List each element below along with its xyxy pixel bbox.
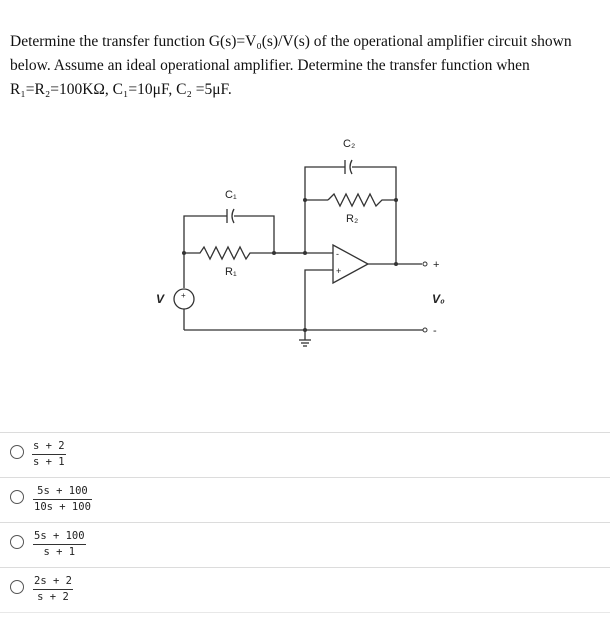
fraction-bar bbox=[33, 589, 73, 590]
source-label: V bbox=[156, 292, 165, 306]
fraction-bar bbox=[33, 544, 86, 545]
output-terminal-plus bbox=[422, 261, 428, 267]
radio-button[interactable] bbox=[10, 445, 24, 459]
answer-option-1[interactable]: s + 2 s + 1 bbox=[0, 432, 610, 477]
c1-branch-wire bbox=[183, 215, 227, 252]
answer-options: s + 2 s + 1 5s + 100 10s + 100 5s + 100 … bbox=[0, 432, 610, 613]
radio-button[interactable] bbox=[10, 580, 24, 594]
r2-resistor bbox=[327, 192, 396, 208]
option-denominator: s + 2 bbox=[37, 591, 69, 603]
output-minus-label: - bbox=[433, 325, 437, 337]
c2-label: C₂ bbox=[343, 138, 355, 150]
source-plus-label: + bbox=[181, 291, 186, 300]
op-amp bbox=[332, 243, 370, 285]
option-numerator: 2s + 2 bbox=[34, 575, 72, 587]
opamp-plus-label: + bbox=[336, 266, 341, 276]
r2-label: R₂ bbox=[346, 213, 358, 225]
answer-option-2[interactable]: 5s + 100 10s + 100 bbox=[0, 477, 610, 522]
output-plus-label: + bbox=[433, 259, 439, 271]
feedback-wire-left bbox=[304, 199, 328, 253]
radio-button[interactable] bbox=[10, 490, 24, 504]
option-fraction: 5s + 100 s + 1 bbox=[33, 530, 86, 559]
r1-label: R₁ bbox=[225, 266, 237, 278]
option-numerator: 5s + 100 bbox=[37, 485, 88, 497]
fraction-bar bbox=[32, 454, 66, 455]
option-fraction: 5s + 100 10s + 100 bbox=[33, 485, 92, 514]
question-line-3: R₁=R₂=100KΩ, C₁=10μF, C₂ =5μF. bbox=[10, 81, 232, 98]
option-fraction: s + 2 s + 1 bbox=[32, 440, 66, 469]
option-numerator: 5s + 100 bbox=[34, 530, 85, 542]
option-numerator: s + 2 bbox=[33, 440, 65, 452]
fraction-bar bbox=[33, 499, 92, 500]
radio-button[interactable] bbox=[10, 535, 24, 549]
c1-branch-wire-right bbox=[234, 215, 275, 253]
option-denominator: s + 1 bbox=[33, 456, 65, 468]
option-fraction: 2s + 2 s + 2 bbox=[33, 575, 73, 604]
output-label: V₀ bbox=[432, 292, 445, 306]
c2-branch-wire bbox=[304, 166, 345, 200]
question-line-1: Determine the transfer function G(s)=V₀(… bbox=[10, 33, 572, 50]
op-amp-circuit-diagram: C₁ C₂ R₁ R₂ V V₀ + - - + + bbox=[156, 138, 445, 347]
answer-option-4[interactable]: 2s + 2 s + 2 bbox=[0, 567, 610, 613]
question-line-2: below. Assume an ideal operational ampli… bbox=[10, 57, 530, 74]
option-denominator: s + 1 bbox=[43, 546, 76, 558]
r1-resistor bbox=[184, 245, 305, 261]
c1-label: C₁ bbox=[225, 189, 237, 201]
answer-option-3[interactable]: 5s + 100 s + 1 bbox=[0, 522, 610, 567]
option-denominator: 10s + 100 bbox=[34, 501, 91, 513]
output-terminal-minus bbox=[422, 327, 428, 333]
question-text: Determine the transfer function G(s)=V₀(… bbox=[10, 30, 602, 102]
opamp-minus-label: - bbox=[336, 249, 339, 259]
